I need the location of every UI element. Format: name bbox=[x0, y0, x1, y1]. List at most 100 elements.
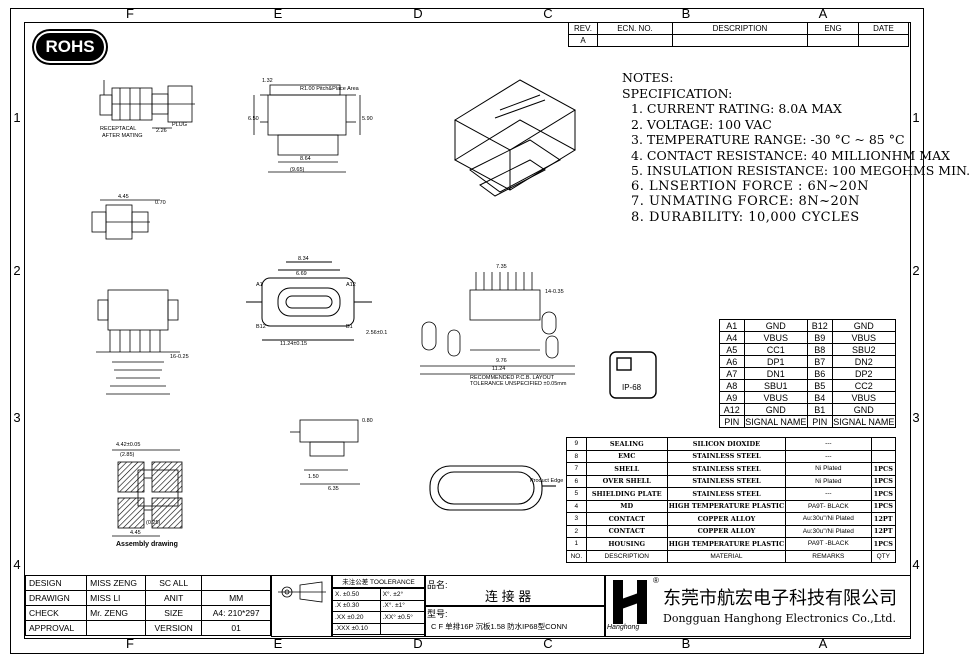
pin-cell: A5 bbox=[719, 343, 745, 356]
bom-cell: Ni Plated bbox=[785, 474, 872, 488]
after-mating-label: AFTER MATING bbox=[102, 133, 143, 139]
zone-col-a-top: A bbox=[818, 6, 828, 21]
zone-row-2-left: 2 bbox=[13, 263, 21, 278]
bom-cell: --- bbox=[785, 487, 872, 501]
side-view-small bbox=[91, 199, 160, 240]
title-block-cell: SC ALL bbox=[144, 575, 203, 591]
note-item: 1. CURRENT RATING: 8.0A MAX bbox=[631, 101, 842, 116]
pin-cell: B4 bbox=[806, 391, 833, 404]
tolerance-cell: .XX° ±0.5° bbox=[379, 611, 426, 624]
tolerance-title: 未注公差 TOOLERANCE bbox=[332, 576, 425, 588]
title-block-cell: MM bbox=[201, 590, 271, 606]
pin-cell: DN2 bbox=[831, 355, 897, 368]
tolerance-cell: .X ±0.30 bbox=[332, 599, 381, 612]
pin-cell: GND bbox=[831, 403, 897, 416]
inner-border bbox=[24, 22, 911, 639]
zone-col-c-bottom: C bbox=[543, 636, 553, 651]
logo-text: Hanghong bbox=[607, 624, 640, 631]
pin-cell: A4 bbox=[719, 331, 745, 344]
bom-cell: 1PCS bbox=[870, 499, 897, 513]
product-name-box: 品名: 连 接 器 bbox=[424, 575, 606, 607]
tolerance-cell: .X°. ±1° bbox=[379, 599, 426, 612]
pin-cell: B5 bbox=[806, 379, 833, 392]
zone-row-2-right: 2 bbox=[912, 263, 920, 278]
projection-symbol-box bbox=[271, 575, 333, 637]
bom-cell: 1PCS bbox=[870, 462, 897, 476]
bom-cell: 9 bbox=[566, 437, 587, 451]
bom-cell: HIGH TEMPERATURE PLASTIC bbox=[666, 537, 787, 551]
pin-cell: DP2 bbox=[831, 367, 897, 380]
bom-cell: OVER SHELL bbox=[585, 474, 668, 488]
bom-cell: STAINLESS STEEL bbox=[666, 474, 787, 488]
dim-label: 6.35 bbox=[328, 486, 339, 492]
note-item: 5. INSULATION RESISTANCE: 100 MEGOHMS MI… bbox=[631, 163, 970, 178]
pin-cell: VBUS bbox=[743, 391, 808, 404]
dim-label: 5.90 bbox=[362, 116, 373, 122]
dim-label: 1.50 bbox=[308, 474, 319, 480]
title-block-cell: 01 bbox=[201, 620, 271, 636]
bom-cell: 1PCS bbox=[870, 537, 897, 551]
tolerance-row: .X ±0.30.X°. ±1° bbox=[332, 599, 426, 612]
bom-cell: 12PT bbox=[870, 524, 897, 538]
outer-border bbox=[10, 8, 924, 654]
dim-label: 1.32 bbox=[262, 78, 273, 84]
pin-cell: A7 bbox=[719, 367, 745, 380]
tolerance-cell: .XX ±0.20 bbox=[332, 611, 381, 624]
dim-label: 7.35 bbox=[496, 264, 507, 270]
pin-cell: VBUS bbox=[743, 331, 808, 344]
bom-cell: 3 bbox=[566, 512, 587, 526]
pin-cell: VBUS bbox=[831, 391, 897, 404]
bom-cell: --- bbox=[785, 437, 872, 451]
bom-cell: REMARKS bbox=[785, 549, 872, 563]
note-item: 4. CONTACT RESISTANCE: 40 MILLIONHM MAX bbox=[631, 147, 951, 163]
pin-cell: A12 bbox=[719, 403, 745, 416]
dim-label: 2.56±0.1 bbox=[366, 330, 387, 336]
dim-label: 9.76 bbox=[496, 358, 507, 364]
zone-row-3-right: 3 bbox=[912, 410, 920, 425]
pin-cell: B12 bbox=[806, 319, 833, 332]
zone-col-e-bottom: E bbox=[273, 636, 283, 651]
dim-label: 11.24 bbox=[492, 366, 505, 372]
notes-subtitle: SPECIFICATION: bbox=[622, 85, 733, 101]
bom-cell: PA9T- BLACK bbox=[785, 499, 872, 513]
zone-row-1-right: 1 bbox=[912, 110, 920, 125]
plug-label: PLUG bbox=[172, 122, 187, 128]
bom-cell: SILICON DIOXIDE bbox=[666, 437, 787, 451]
mating-side-view bbox=[99, 80, 195, 129]
pcb-note: RECOMMENDED P.C.B. LAYOUT bbox=[470, 375, 555, 381]
pin-cell: VBUS bbox=[831, 331, 897, 344]
pin-cell: GND bbox=[743, 319, 808, 332]
pin-cell: B9 bbox=[806, 331, 833, 344]
title-block-cell: Mr. ZENG bbox=[86, 605, 146, 621]
pin-cell: B7 bbox=[806, 355, 833, 368]
title-block-cell: MISS LI bbox=[86, 590, 146, 606]
pin-cell: A9 bbox=[719, 391, 745, 404]
assembly-section bbox=[112, 449, 183, 537]
pin-label-a1: A1 bbox=[256, 282, 263, 288]
note-item: 3. TEMPERATURE RANGE: -30 °C ~ 85 °C bbox=[631, 132, 905, 147]
isometric-view bbox=[454, 79, 576, 197]
model-box: 型号: C F 单排16P 沉板1.58 防水IP68型CONN bbox=[424, 605, 606, 637]
pin-cell: GND bbox=[831, 319, 897, 332]
bom-cell: DESCRIPTION bbox=[585, 549, 668, 563]
zone-row-1-left: 1 bbox=[13, 110, 21, 125]
pin-cell: DP1 bbox=[743, 355, 808, 368]
title-block-cell: MISS ZENG bbox=[86, 575, 146, 591]
zone-col-d-top: D bbox=[413, 6, 423, 21]
pin-cell: PIN bbox=[806, 415, 833, 428]
pin-cell: SIGNAL NAME bbox=[743, 415, 808, 428]
pin-cell: A8 bbox=[719, 379, 745, 392]
bom-cell: STAINLESS STEEL bbox=[666, 449, 787, 463]
technical-drawings: RECEPTACAL AFTER MATING PLUG 2.26 R1.00 … bbox=[91, 78, 657, 603]
bom-cell: Ni Plated bbox=[785, 462, 872, 476]
